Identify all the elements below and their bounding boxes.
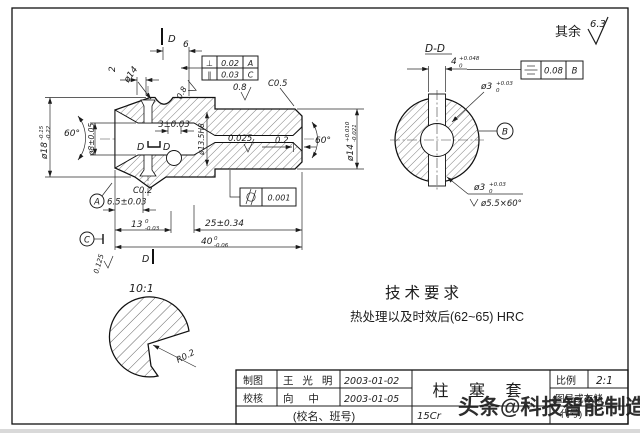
sheet-border (11, 7, 629, 425)
scale-value: 2:1 (596, 375, 613, 387)
fcf1-sym1: ⊥ (206, 59, 213, 68)
countersink-icon (469, 198, 479, 207)
fcf-perpendicular-parallel: ⊥ 0.02 A ∥ 0.03 C (181, 55, 259, 81)
fcf1-tol1: 0.02 (221, 59, 239, 68)
dim-13-lower: -0.03 (145, 226, 160, 232)
dim-dia18-lower: -0.22 (46, 125, 52, 140)
datum-b: B (502, 128, 508, 138)
watermark: 头条@科技智能制造 (458, 395, 640, 419)
drafter-label: 制图 (243, 374, 263, 387)
angle-60-right: 60° (315, 136, 331, 146)
fcf1-dat2: C (248, 71, 254, 80)
angle-60-left: 60° (64, 129, 80, 139)
roughness-icon (587, 16, 609, 46)
fcf2-tol: 0.001 (268, 194, 291, 203)
material-field: 15Cr (417, 411, 442, 422)
dim-02: 0.2 (275, 136, 289, 146)
crosshole-bottom (139, 154, 157, 177)
surface-note: 其余 6.3 (555, 16, 609, 46)
dim-dia14: ø14 (346, 144, 356, 162)
datum-a: A (93, 198, 100, 208)
fcf3-tol: 0.08 (544, 67, 564, 77)
datum-c: C (84, 236, 90, 246)
section-jog (147, 141, 161, 148)
fcf1-tol2: 0.03 (221, 71, 239, 80)
dim-4-upper: +0.048 (459, 56, 480, 62)
surface-note-prefix: 其余 (555, 24, 581, 39)
scale-label: 比例 (556, 374, 576, 387)
cylindricity-icon (246, 192, 256, 202)
dim-13: 13 (131, 220, 143, 230)
roughness-icon (187, 80, 197, 91)
tech-req-title: 技术要求 (385, 284, 463, 302)
dim-65: 6.5±0.03 (107, 198, 147, 208)
fcf-symmetry: 0.08 B (467, 60, 584, 80)
dd-section-view: D-D 4 +0.048 0 0.08 B ø3 +0.03 (390, 43, 584, 209)
checker-date: 2003-01-05 (344, 394, 399, 405)
detail-scale: 10:1 (129, 282, 154, 295)
dim-groove-dia: ø14 (122, 65, 141, 86)
detail-groove-profile (108, 296, 190, 378)
dim-dia18: ø18 (40, 142, 50, 160)
part-name: 柱 塞 套 (433, 382, 530, 400)
fcf1-sym2: ∥ (208, 71, 212, 80)
dia3-top-lower: 0 (496, 88, 500, 94)
dim-dia14-lower: -0.021 (352, 124, 358, 142)
roughness-icon (103, 255, 114, 269)
dim-4-lower: 0 (459, 64, 463, 70)
drafter-name: 王 光 明 (283, 374, 335, 387)
dim-dia8: ø8±0.05 (87, 123, 96, 157)
dim-13-upper: 0 (145, 219, 149, 225)
detail-radius: R0.2 (175, 348, 197, 366)
roughness-0025: 0.025 (228, 134, 252, 144)
title-block: 制图 王 光 明 2003-01-02 校核 向 中 2003-01-05 (校… (235, 369, 629, 425)
dim-40-upper: 0 (214, 236, 218, 242)
roughness-08-top: 0.8 (233, 83, 247, 93)
dia3-bot: ø3 (473, 183, 486, 193)
dim-6: 6 (183, 40, 189, 50)
roughness-icon (240, 86, 252, 101)
school-field: (校名、班号) (293, 409, 355, 423)
dia3-top: ø3 (480, 82, 493, 92)
tech-req-line1: 热处理以及时效后(62~65) HRC (350, 309, 524, 324)
dim-3: 3±0.03 (158, 120, 189, 130)
crosshole-top (140, 99, 156, 124)
scan-edge (0, 429, 640, 433)
dd-title: D-D (425, 43, 445, 55)
datum-a-circle (89, 193, 105, 209)
fcf3-dat: B (572, 67, 578, 77)
roughness-0125: 0.125 (92, 253, 106, 275)
dim-dia14-upper: +0.010 (345, 121, 351, 142)
dim-dia135: ø13.5H8 (197, 123, 206, 156)
csink-spec: ø5.5×60° (480, 199, 522, 209)
dim-40: 40 (201, 237, 213, 247)
doc-no-line2: 代号) (560, 409, 582, 420)
dia3-bot-upper: +0.03 (489, 182, 506, 188)
roughness-icon (243, 138, 255, 153)
section-label-bottom: D (142, 254, 149, 265)
dim-2: 2 (108, 66, 118, 72)
surface-note-value: 6.3 (590, 19, 606, 30)
dim-dia18-upper: -0.15 (39, 125, 45, 140)
checker-label: 校核 (243, 392, 263, 405)
checker-name: 向 中 (283, 392, 325, 405)
dim-40-lower: -0.06 (214, 243, 229, 249)
main-section-view: D 6 2 ø14 ⊥ 0.02 A ∥ 0.03 C (39, 28, 364, 275)
section-mark-mid-right: D (163, 142, 170, 153)
section-label-top: D (168, 34, 176, 45)
section-mark-mid-left: D (137, 142, 144, 153)
doc-no-line1: (图号或存储 (552, 393, 603, 405)
technical-requirements: 技术要求 热处理以及时效后(62~65) HRC (350, 284, 524, 324)
fcf-cylindricity: 0.001 (229, 170, 297, 207)
drafter-date: 2003-01-02 (344, 376, 399, 387)
detail-view: 10:1 R0.2 (108, 282, 197, 378)
dim-25: 25±0.34 (205, 219, 244, 229)
dia3-top-upper: +0.03 (496, 81, 513, 87)
fcf1-dat1: A (247, 59, 253, 68)
chamfer-c05: C0.5 (268, 79, 287, 89)
relief-groove-circle (166, 150, 182, 166)
dia3-bot-lower: 0 (489, 189, 493, 195)
dim-4: 4 (451, 57, 457, 67)
